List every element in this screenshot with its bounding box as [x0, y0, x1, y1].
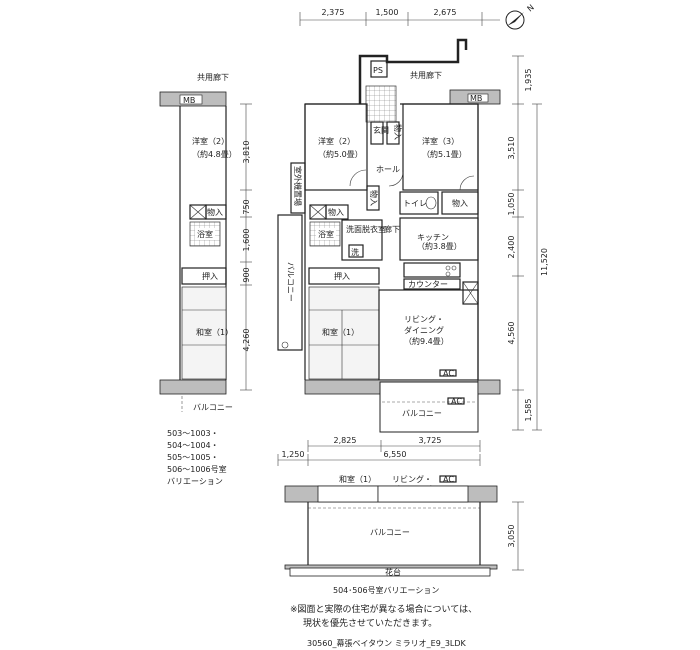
kitchen-label: キッチン: [417, 233, 449, 242]
right-dim-5: 4,560: [507, 322, 516, 345]
washroom-label: 洗面脱衣室: [346, 224, 386, 234]
kitchen-size: （約3.8畳）: [417, 241, 462, 251]
closet-label: 押入: [334, 271, 350, 281]
left-caption-1: 503〜1003・: [167, 429, 219, 438]
bottom-variant-plan: 和室（1） リビング・ ダイニング AC バルコニー 花台 3,050 504･…: [284, 474, 524, 595]
mb-left-label: MB: [183, 96, 195, 105]
western2-size: （約5.0畳）: [318, 149, 363, 159]
bottom-variant-dim: 3,050: [507, 525, 516, 548]
bottom-dim-3: 1,250: [282, 450, 305, 459]
footer-label: 30560_幕張ベイタウン ミラリオ_E9_3LDK: [307, 638, 467, 648]
left-caption-3: 505〜1005・: [167, 453, 219, 462]
hall-label: ホール: [376, 165, 400, 174]
left-dim-4: 900: [242, 267, 251, 282]
compass-letter: N: [526, 3, 536, 14]
left-bath-label: 浴室: [197, 229, 213, 239]
entrance-label: 玄関: [373, 125, 389, 135]
ac-2-label: AC: [451, 397, 462, 406]
left-dim-3: 1,600: [242, 229, 251, 252]
right-dim-1: 1,935: [524, 69, 533, 92]
shoe-storage-label: 物入: [393, 124, 403, 140]
left-japanese-label: 和室（1）: [196, 327, 233, 337]
left-western2-size: （約4.8畳）: [192, 149, 237, 159]
main-balcony-label: バルコニー: [402, 409, 442, 418]
western3-label: 洋室（3）: [422, 136, 459, 146]
right-dim-3: 1,050: [507, 193, 516, 216]
ac-1-label: AC: [443, 369, 454, 378]
left-caption-4: 506〜1006号室: [167, 464, 227, 474]
bottom-dim-1: 2,825: [334, 436, 357, 445]
compass-icon: N: [505, 3, 536, 30]
bottom-dim-2: 3,725: [419, 436, 442, 445]
storage-b-label: 物入: [452, 198, 468, 208]
right-dim-4: 2,400: [507, 236, 516, 259]
bottom-dim-4: 6,550: [384, 450, 407, 459]
corridor-main-label: 共用廊下: [410, 70, 442, 80]
bottom-living-label: リビング・: [392, 474, 432, 484]
left-closet-label: 押入: [202, 271, 218, 281]
left-western2-label: 洋室（2）: [192, 136, 229, 146]
toilet-label: トイレ: [403, 199, 427, 208]
planter-label: 花台: [385, 567, 401, 577]
left-dim-1: 3,810: [242, 141, 251, 164]
wash-label: 洗: [351, 247, 359, 257]
western3-size: （約5.1畳）: [422, 149, 467, 159]
note-line-1: ※図面と実際の住宅が異なる場合については、: [290, 603, 477, 615]
top-dim-3: 2,675: [434, 8, 457, 17]
left-caption-5: バリエーション: [167, 477, 223, 486]
bottom-variant-caption: 504･506号室バリエーション: [333, 585, 439, 595]
ps-label: PS: [373, 66, 383, 75]
outdoor-unit-label: 室外機置場: [293, 166, 303, 206]
japanese-room-label: 和室（1）: [322, 327, 359, 337]
top-dimension-line: 2,375 1,500 2,675: [299, 8, 500, 26]
left-dim-5: 4,260: [242, 329, 251, 352]
left-balcony-label: バルコニー: [193, 403, 233, 412]
bottom-ac-label: AC: [443, 475, 454, 484]
right-total-dim: 11,520: [540, 248, 549, 276]
counter-label: カウンター: [408, 280, 448, 289]
bottom-balcony-label: バルコニー: [370, 528, 410, 537]
living-label: リビング・: [404, 314, 444, 324]
left-caption-2: 504〜1004・: [167, 441, 219, 450]
mb-main-label: MB: [470, 94, 482, 103]
living-size: （約9.4畳）: [404, 336, 449, 346]
dining-label: ダイニング: [404, 325, 444, 335]
corridor-left-label: 共用廊下: [197, 72, 229, 82]
bottom-dimension-line: 2,825 3,725 1,250 6,550: [277, 436, 481, 466]
note-line-2: 現状を優先させていただきます。: [303, 617, 437, 629]
left-storage-label: 物入: [207, 207, 223, 217]
right-dim-6: 1,585: [524, 399, 533, 422]
left-variant-plan: 共用廊下 MB 洋室（2） （約4.8畳） 物入 浴室 押入 和室（1） バルコ…: [159, 72, 252, 486]
top-dim-2: 1,500: [376, 8, 399, 17]
storage-a-label: 物入: [369, 190, 379, 206]
right-dim-2: 3,510: [507, 137, 516, 160]
western2-label: 洋室（2）: [318, 136, 355, 146]
left-dim-2: 750: [242, 199, 251, 214]
main-floor-plan: PS 共用廊下 MB 洋室（2） （約5.0畳） 玄関 物入 洋室（3） （約5…: [277, 38, 501, 433]
bottom-japanese-label: 和室（1）: [339, 474, 376, 484]
right-dimension-line: 1,935 3,510 1,050 2,400 4,560 1,585 11,5…: [507, 55, 549, 431]
side-balcony-label: バルコニー: [286, 262, 295, 302]
hallway-label: 廊下: [384, 224, 400, 234]
storage-c-label: 物入: [328, 207, 344, 217]
bath-label: 浴室: [318, 229, 334, 239]
top-dim-1: 2,375: [322, 8, 345, 17]
